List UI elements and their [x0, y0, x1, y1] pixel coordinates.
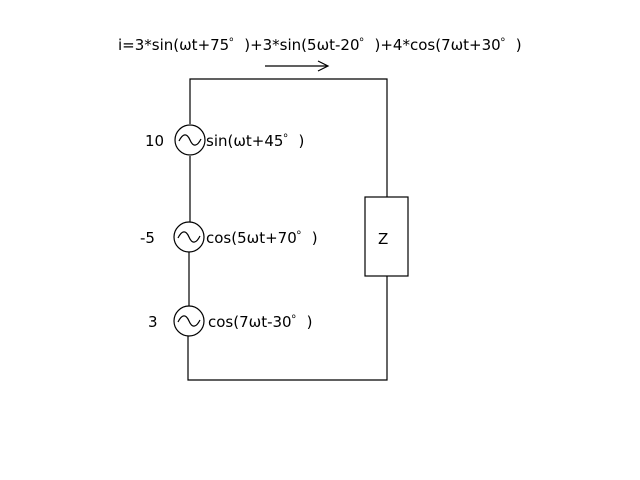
source-2-amplitude: -5	[140, 229, 155, 247]
source-3-function: cos(7ωt-30゜)	[208, 313, 312, 331]
current-expression: i=3*sin(ωt+75゜)+3*sin(5ωt-20゜)+4*cos(7ωt…	[118, 36, 522, 54]
sine-wave-icon	[177, 315, 201, 327]
voltage-source-1: 10 sin(ωt+45゜)	[145, 124, 304, 156]
load-impedance: Z	[364, 196, 409, 277]
circuit-wires	[187, 78, 388, 381]
source-2-function: cos(5ωt+70゜)	[206, 229, 318, 247]
voltage-source-3: 3 cos(7ωt-30゜)	[148, 305, 312, 337]
source-1-function: sin(ωt+45゜)	[206, 132, 304, 150]
impedance-label: Z	[378, 230, 388, 248]
source-3-amplitude: 3	[148, 313, 158, 331]
sine-wave-icon	[178, 134, 202, 146]
current-direction-arrow	[265, 60, 330, 72]
sine-wave-icon	[177, 231, 201, 243]
voltage-source-2: -5 cos(5ωt+70゜)	[140, 221, 318, 253]
top-left-wire	[189, 78, 388, 197]
impedance-box	[364, 196, 409, 277]
source-1-amplitude: 10	[145, 132, 164, 150]
bottom-wire	[187, 276, 388, 381]
